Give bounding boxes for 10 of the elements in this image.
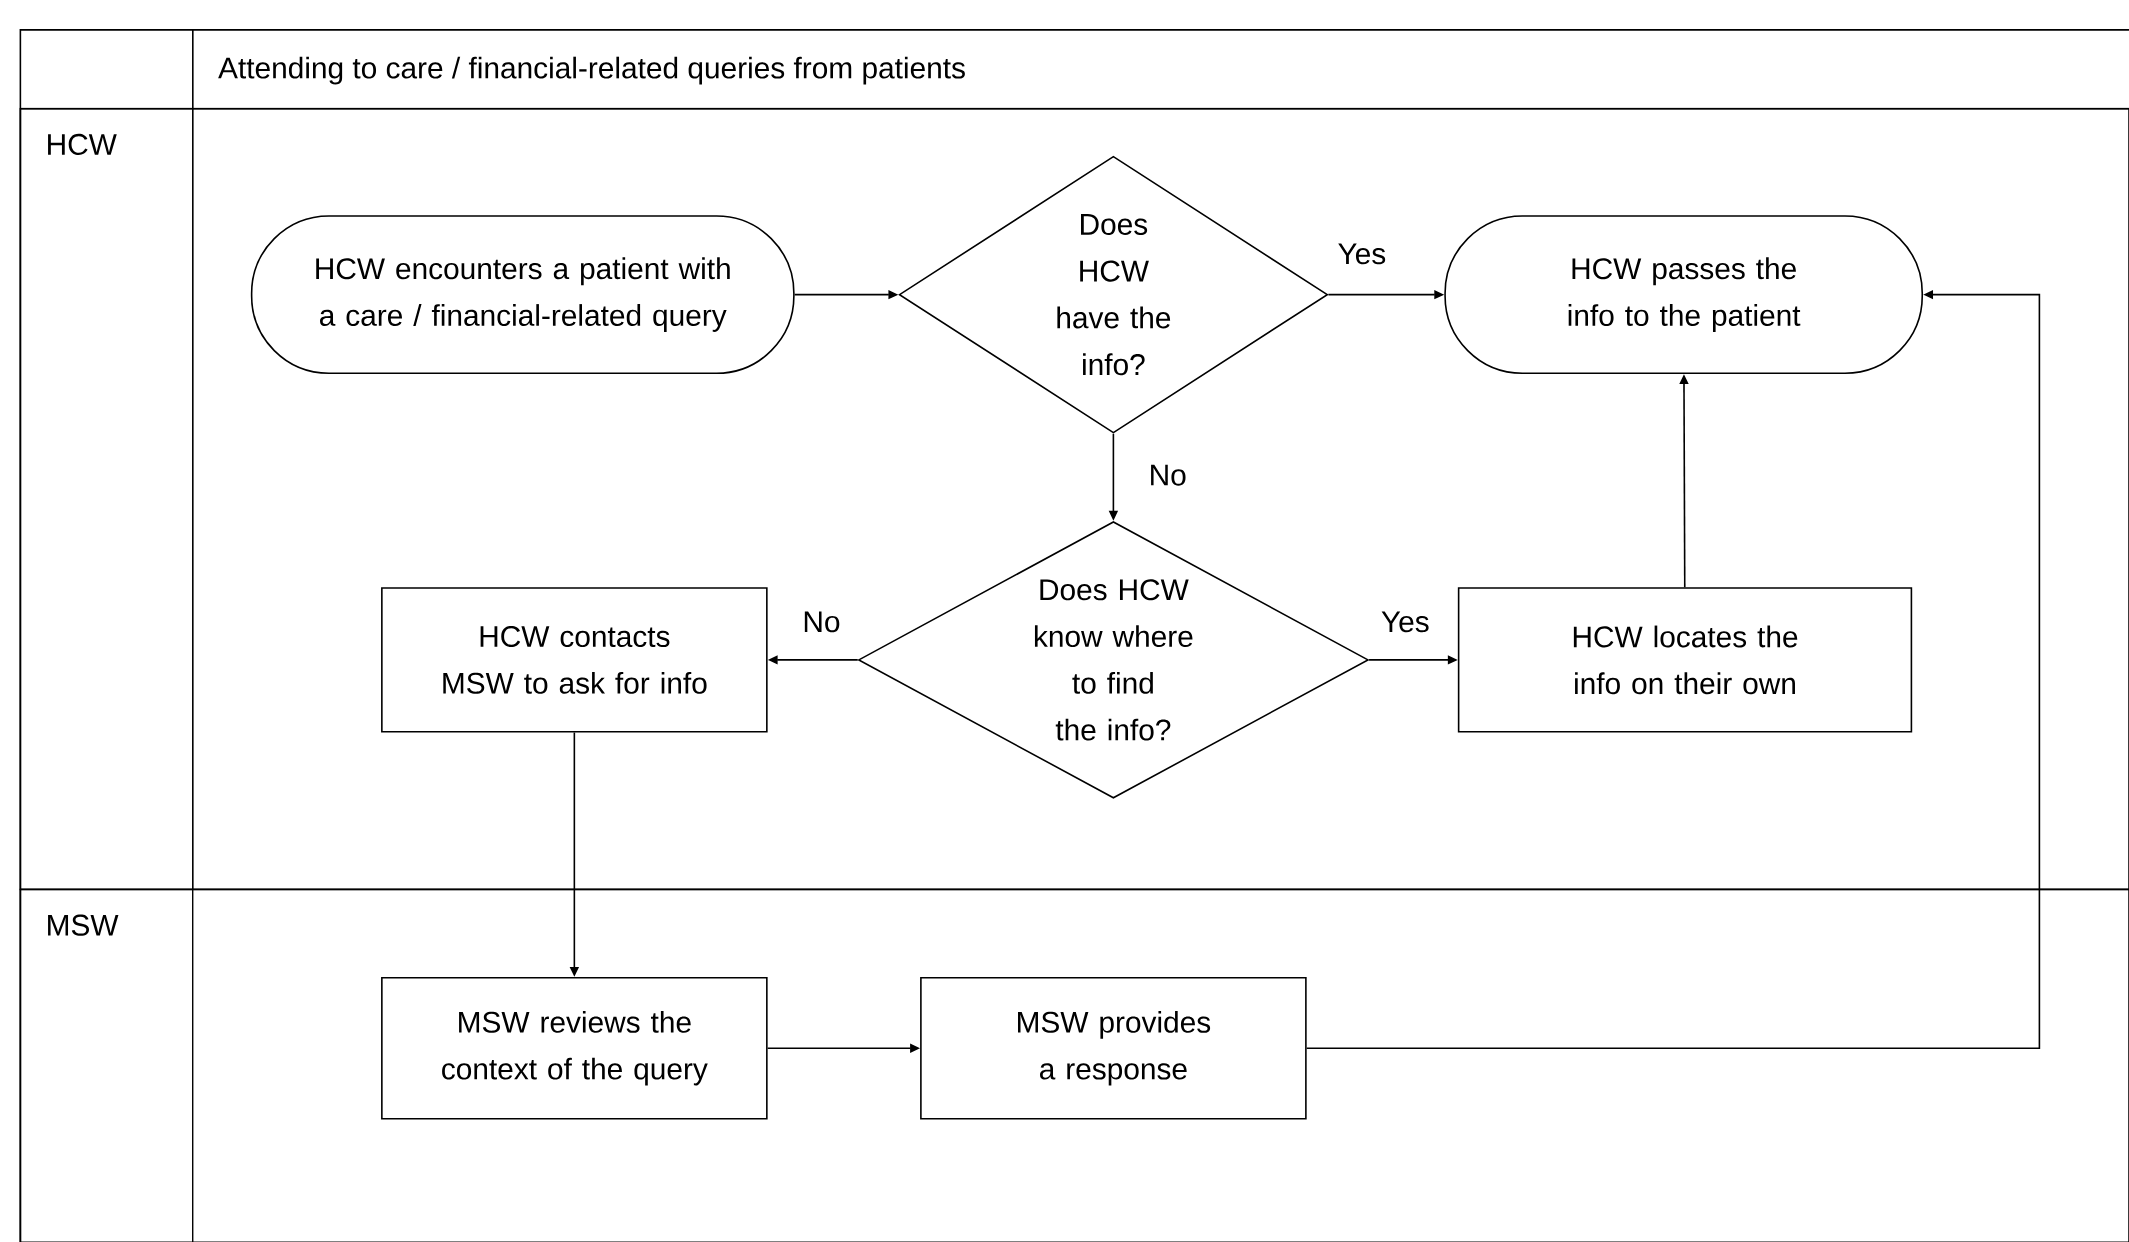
terminator: HCW encounters a patient with a care / financial-related query — [250, 215, 795, 374]
process-box: HCW locates the info on their own — [1457, 587, 1913, 733]
edge-label: Yes — [1338, 243, 1386, 265]
process-box: MSW reviews the context of the query — [381, 976, 768, 1120]
edge-label: No — [1151, 464, 1186, 486]
edge-label: No — [804, 611, 840, 633]
process-box: MSW provides a response — [920, 976, 1307, 1120]
edge-label: Yes — [1381, 611, 1429, 633]
terminator: HCW passes the info to the patient — [1444, 215, 1924, 374]
process-box: HCW contacts MSW to ask for info — [381, 587, 768, 733]
